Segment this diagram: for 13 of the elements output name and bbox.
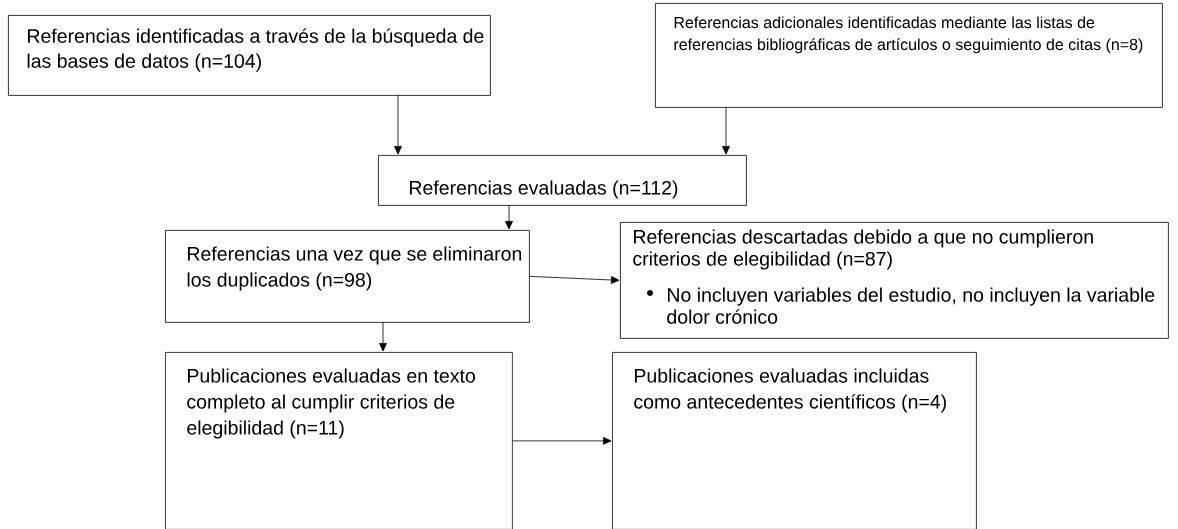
arrow (394, 94, 402, 155)
process-box: Referencias descartadas debido a que no cumplieron criterios de elegibilidad (n=87) No incluyen variables del estudio, no incluyen la variable dolor crónico (620, 222, 1169, 339)
process-box: Referencias identificadas a través de la búsqueda de las bases de datos (n=104) (8, 15, 491, 96)
process-box: Referencias una vez que se eliminaron los duplicados (n=98) (165, 230, 530, 323)
arrow (505, 204, 513, 230)
arrow (722, 106, 730, 155)
arrow (512, 437, 612, 445)
arrow (529, 276, 620, 284)
process-box: Referencias adicionales identificadas mediante las listas de referencias bibliográficas de artículos o seguimiento de citas (n=8) (655, 3, 1163, 108)
arrow (379, 321, 387, 352)
process-box: Publicaciones evaluadas incluidas como antecedentes científicos (n=4) (612, 352, 977, 529)
process-box: Publicaciones evaluadas en texto completo al cumplir criterios de elegibilidad (n=11) (165, 352, 513, 529)
process-box: Referencias evaluadas (n=112) (378, 155, 747, 206)
